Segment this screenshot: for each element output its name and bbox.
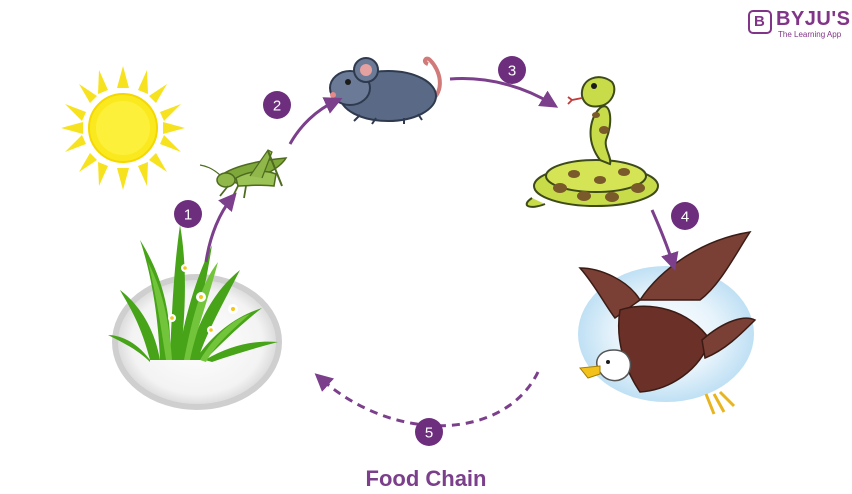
snake-icon — [525, 76, 659, 208]
step-badge-1: 1 — [174, 200, 202, 228]
step-badge-4: 4 — [671, 202, 699, 230]
brand-tagline: The Learning App — [778, 30, 842, 39]
arrow-4 — [650, 209, 679, 271]
mouse-icon — [329, 56, 442, 125]
arrow-3 — [449, 77, 559, 108]
eagle-icon — [578, 230, 757, 415]
arrow-2 — [288, 97, 343, 145]
diagram-caption: Food Chain — [365, 466, 487, 491]
brand-badge-letter: B — [754, 13, 765, 30]
step-number: 1 — [184, 207, 192, 224]
grass-icon — [108, 225, 282, 410]
step-badge-2: 2 — [263, 91, 291, 119]
step-number: 3 — [508, 63, 516, 80]
step-badge-5: 5 — [415, 418, 443, 446]
brand-logo: B BYJU'S The Learning App — [748, 8, 852, 42]
step-badge-3: 3 — [498, 56, 526, 84]
step-number: 4 — [681, 209, 689, 226]
step-number: 5 — [425, 425, 433, 442]
sun-icon — [61, 66, 185, 190]
grasshopper-icon — [199, 149, 288, 199]
arrow-5 — [314, 371, 540, 428]
brand-name: BYJU'S — [776, 8, 851, 30]
flower — [168, 264, 238, 334]
arrow-1 — [204, 192, 237, 263]
brand-badge-icon: B — [748, 10, 772, 34]
step-number: 2 — [273, 98, 281, 115]
